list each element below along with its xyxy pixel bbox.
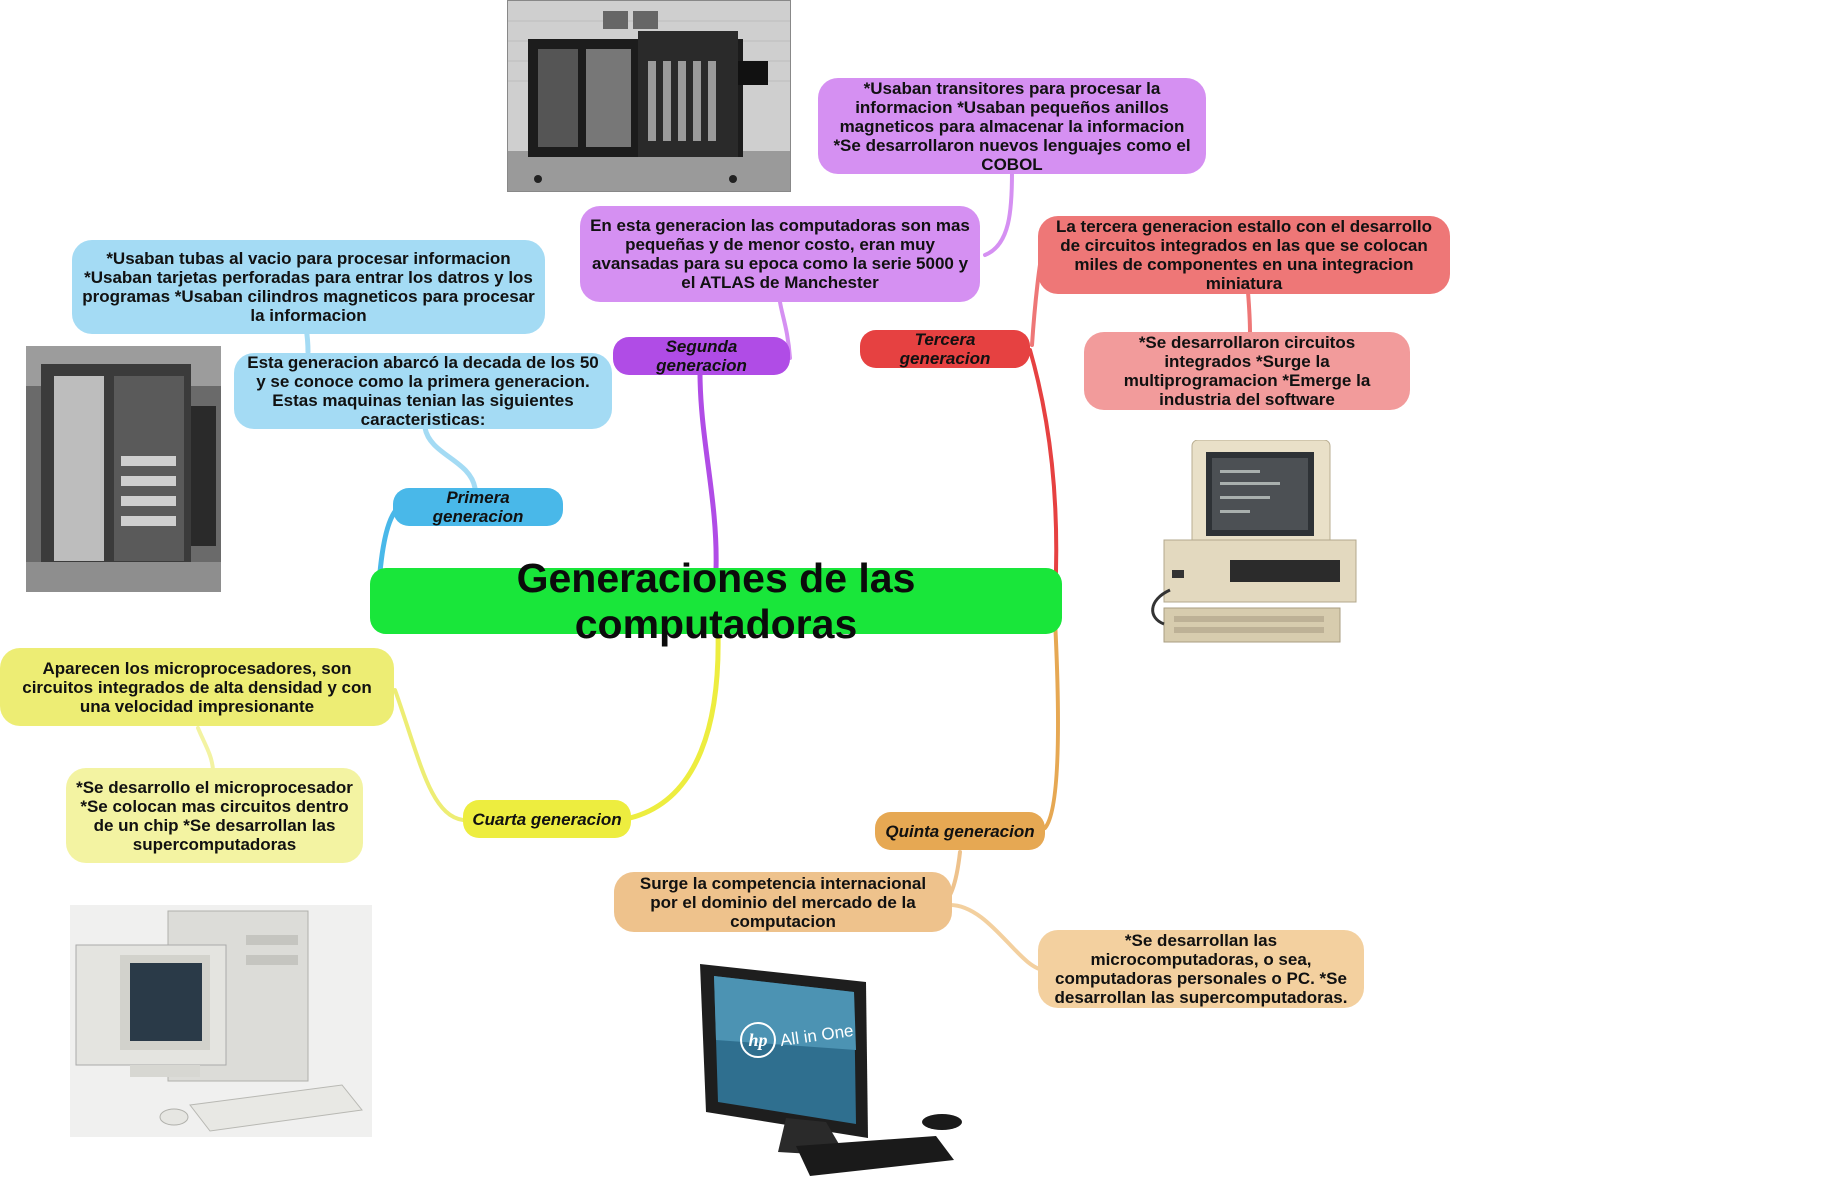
branch-quinta-generacion[interactable]: Quinta generacion xyxy=(875,812,1045,850)
connector-cuarta-note-a xyxy=(393,688,465,822)
connector-primera-note-a xyxy=(422,425,478,491)
connector-cuarta-note-b xyxy=(196,726,215,772)
branch-cuarta-generacion[interactable]: Cuarta generacion xyxy=(463,800,631,838)
photo-cuarta-generacion-computer xyxy=(70,905,372,1137)
photo-quinta-generacion-computer: hp All in One xyxy=(696,960,974,1186)
note-quinta-caracteristicas[interactable]: *Se desarrollan las microcomputadoras, o… xyxy=(1038,930,1364,1008)
central-topic[interactable]: Generaciones de las computadoras xyxy=(370,555,1062,647)
note-primera-descripcion[interactable]: Esta generacion abarcó la decada de los … xyxy=(234,353,612,429)
branch-segunda-generacion[interactable]: Segunda generacion xyxy=(613,337,790,375)
connector-cuarta xyxy=(627,629,721,821)
note-cuarta-descripcion[interactable]: Aparecen los microprocesadores, son circ… xyxy=(0,648,394,726)
photo-tercera-generacion-computer xyxy=(1140,440,1362,652)
branch-primera-generacion[interactable]: Primera generacion xyxy=(393,488,563,526)
connector-quinta xyxy=(1043,618,1060,830)
connector-segunda xyxy=(697,369,719,573)
connector-segunda-note-b xyxy=(983,170,1014,257)
branch-tercera-generacion[interactable]: Tercera generacion xyxy=(860,330,1030,368)
connector-quinta-note-b xyxy=(948,903,1047,972)
photo-segunda-generacion-computer xyxy=(507,0,791,192)
note-cuarta-caracteristicas[interactable]: *Se desarrollo el microprocesador *Se co… xyxy=(66,768,363,863)
photo-primera-generacion-computer xyxy=(26,346,221,592)
note-tercera-caracteristicas[interactable]: *Se desarrollaron circuitos integrados *… xyxy=(1084,332,1410,410)
note-segunda-descripcion[interactable]: En esta generacion las computadoras son … xyxy=(580,206,980,302)
hp-logo: hp xyxy=(740,1022,776,1058)
note-quinta-descripcion[interactable]: Surge la competencia internacional por e… xyxy=(614,872,952,932)
note-primera-caracteristicas[interactable]: *Usaban tubas al vacio para procesar inf… xyxy=(72,240,545,334)
connector-tercera xyxy=(1028,348,1059,602)
note-tercera-descripcion[interactable]: La tercera generacion estallo con el des… xyxy=(1038,216,1450,294)
note-segunda-caracteristicas[interactable]: *Usaban transitores para procesar la inf… xyxy=(818,78,1206,174)
connector-tercera-note-b xyxy=(1246,290,1252,335)
